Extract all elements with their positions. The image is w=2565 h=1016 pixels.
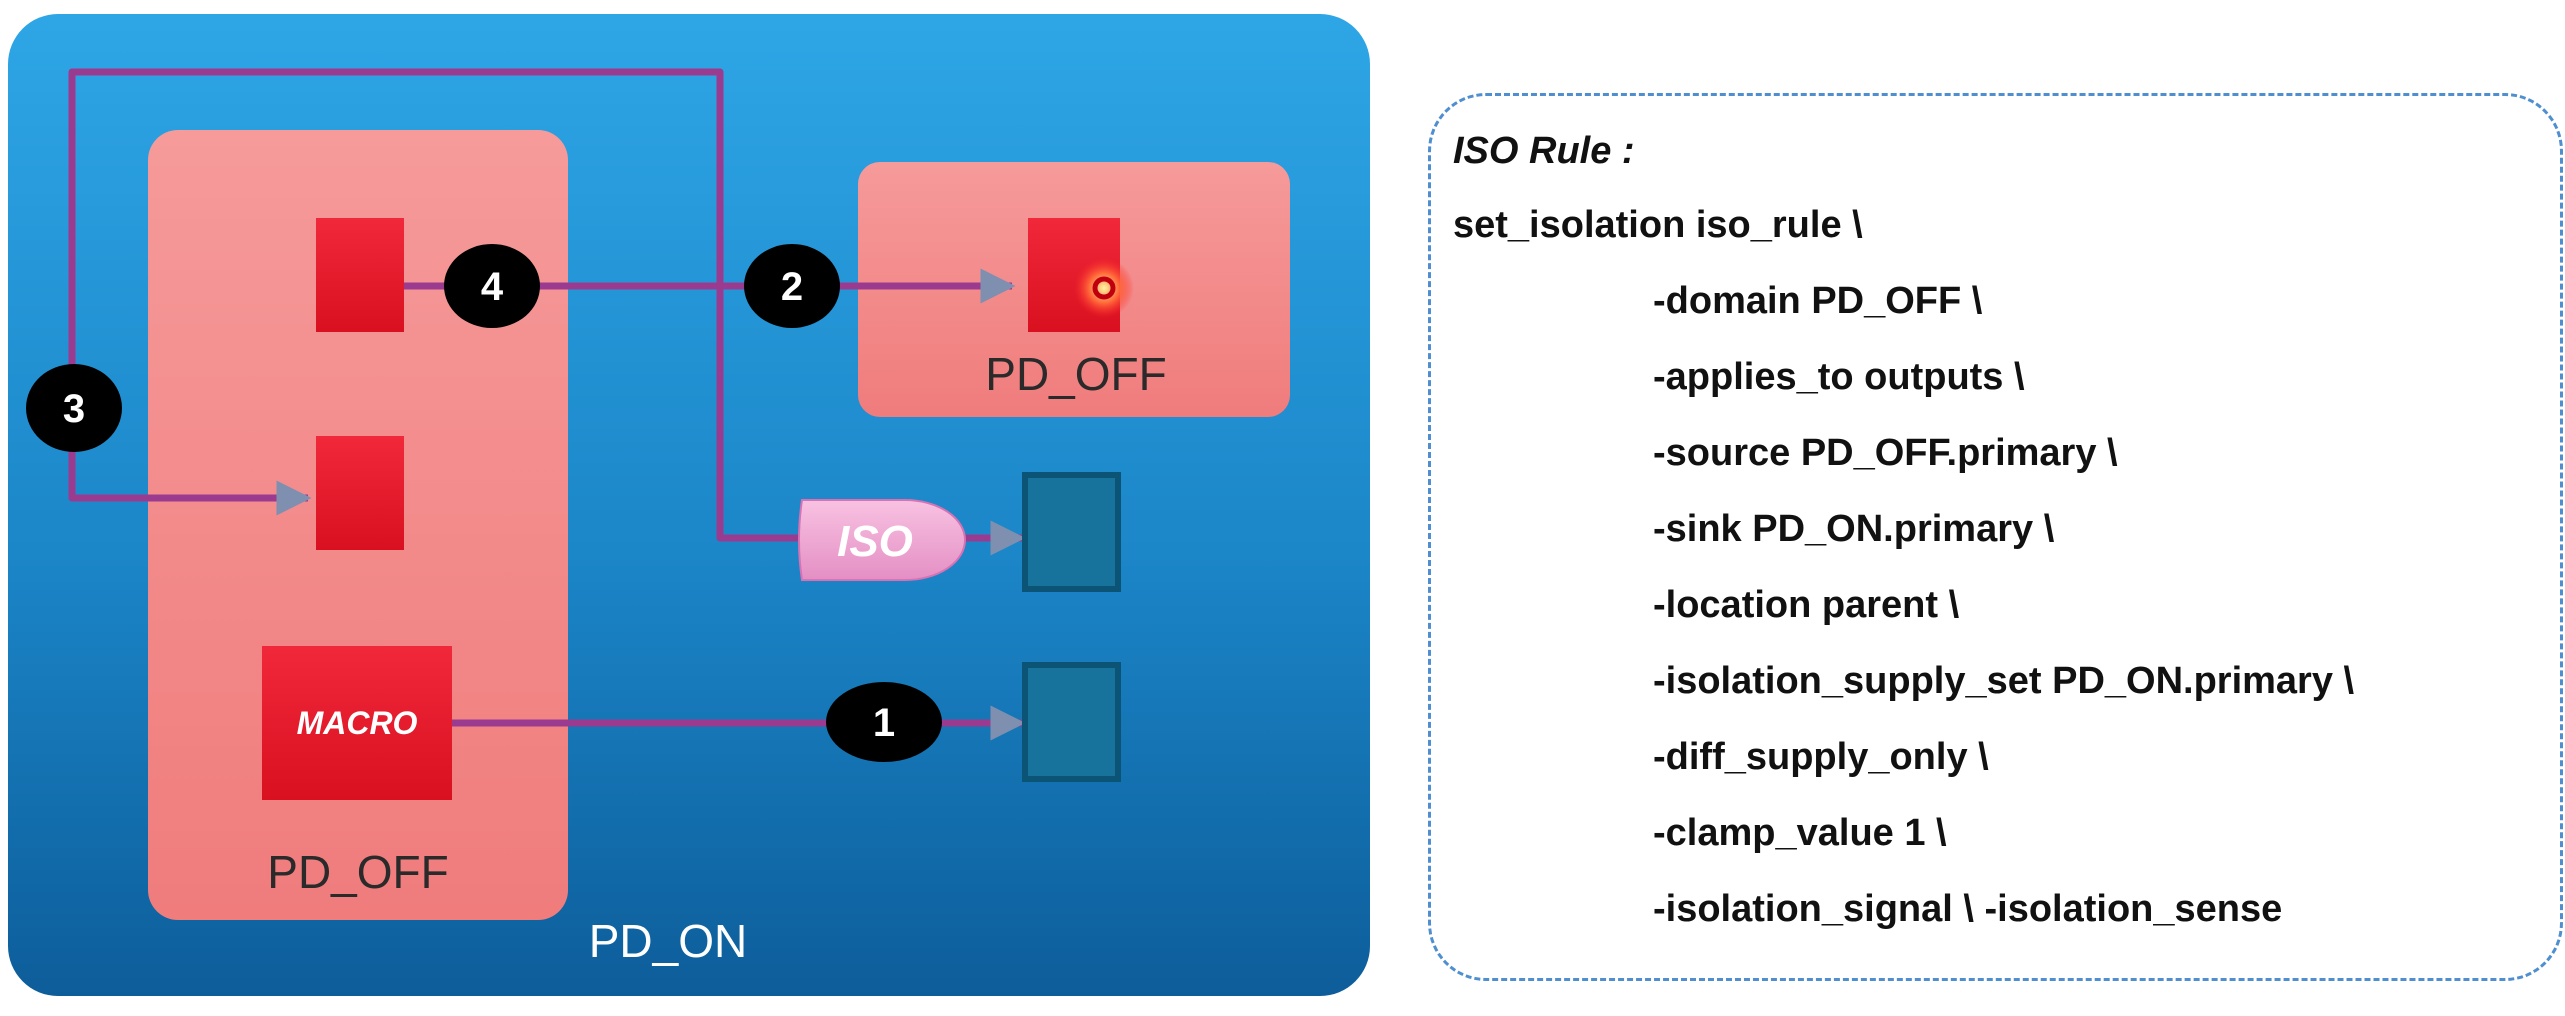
svg-text:4: 4 [481,265,504,309]
rule-option: -location parent \ [1653,584,1960,626]
rule-option: -source PD_OFF.primary \ [1653,432,2118,474]
rule-option: -diff_supply_only \ [1653,736,1989,778]
rule-option: -isolation_signal \ -isolation_sense [1653,888,2283,930]
step-marker-4: 4 [444,244,540,328]
rule-option: -clamp_value 1 \ [1653,812,1947,854]
register-cell-middle [316,436,404,550]
macro-label: MACRO [297,705,418,741]
iso-rule-panel: ISO Rule : set_isolation iso_rule \ -dom… [1428,93,2563,981]
step-marker-3: 3 [26,364,122,452]
rule-option: -sink PD_ON.primary \ [1653,508,2055,550]
step-marker-2: 2 [744,244,840,328]
glow-indicator [1074,258,1134,318]
glow-ring [1092,276,1116,300]
left-domain-label: PD_OFF [267,846,448,898]
rule-option: -applies_to outputs \ [1653,356,2025,398]
right-domain-label: PD_OFF [985,348,1166,400]
pd-on-cell-top [1022,472,1121,592]
register-cell-top [316,218,404,332]
svg-text:1: 1 [873,701,895,745]
rule-title: ISO Rule : [1453,130,1635,172]
iso-cell-label: ISO [837,517,913,566]
outer-domain-label: PD_ON [589,915,747,967]
isolation-diagram: MACRO ISO PD_OFF PD_OFF PD_ON 1 2 3 4 [8,14,1370,996]
rule-option: -isolation_supply_set PD_ON.primary \ [1653,660,2355,702]
rule-command: set_isolation iso_rule \ [1453,204,1863,246]
rule-option: -domain PD_OFF \ [1653,280,1983,322]
svg-text:2: 2 [781,265,803,309]
svg-text:3: 3 [63,387,85,431]
iso-cell [798,499,966,581]
macro-cell [262,646,452,800]
step-marker-1: 1 [826,682,942,762]
wire-path-iso [716,72,810,542]
pd-on-cell-bottom [1022,662,1121,782]
